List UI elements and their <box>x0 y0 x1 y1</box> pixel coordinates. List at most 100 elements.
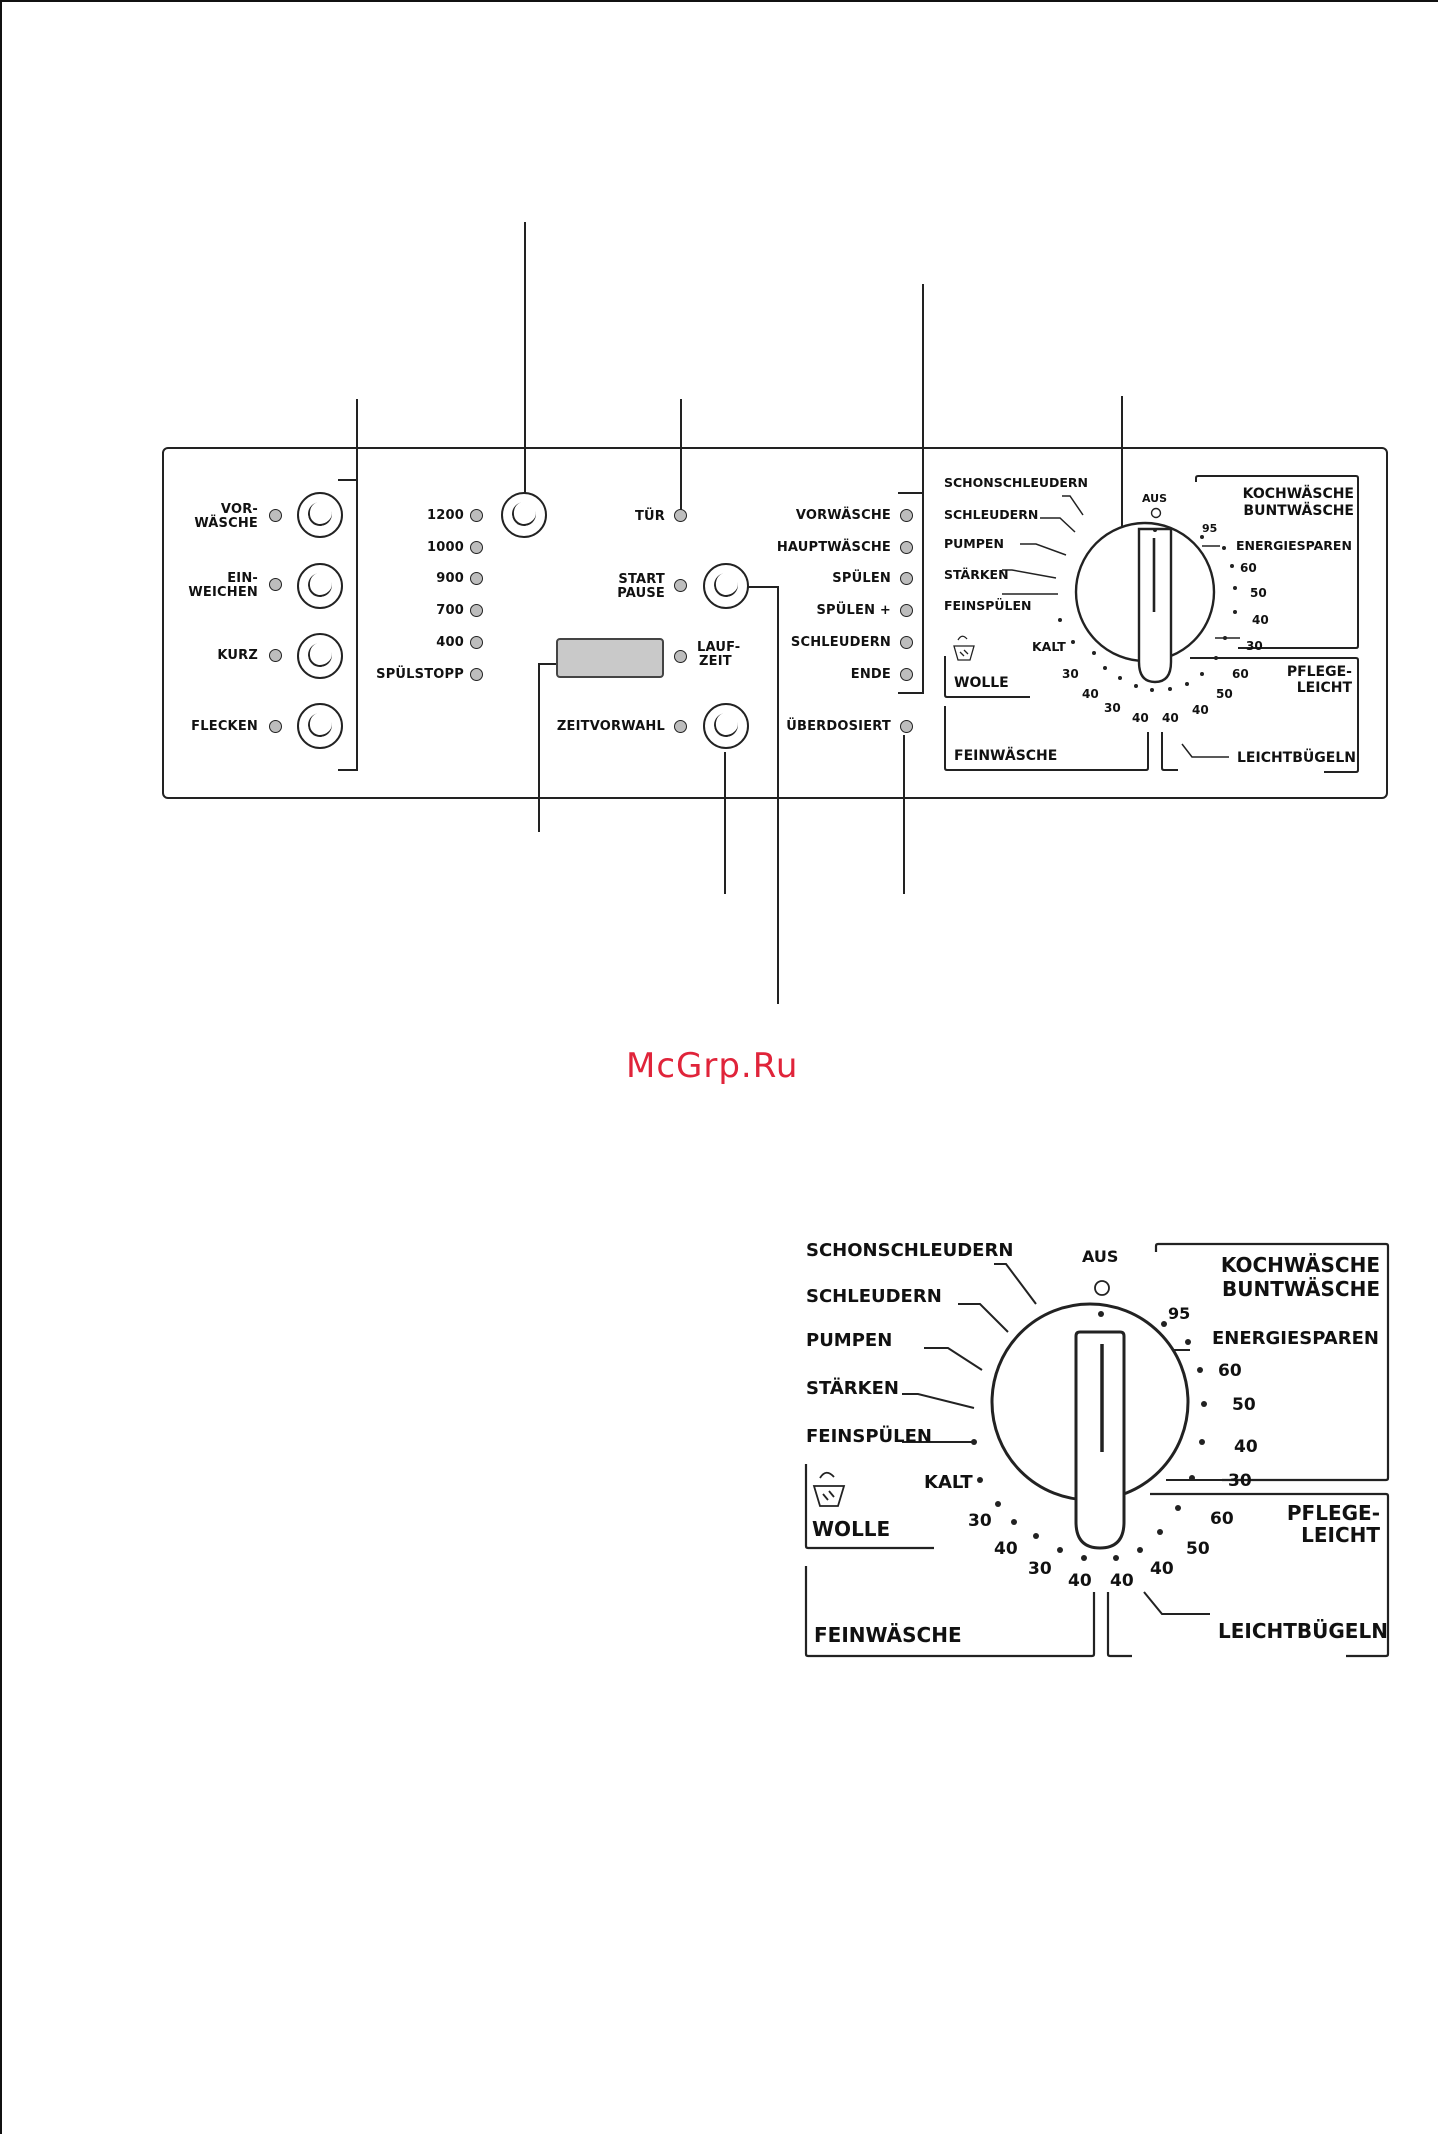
svg-text:LEICHT: LEICHT <box>1301 1523 1380 1547</box>
phase-label-vorwaesche: VORWÄSCHE <box>795 508 891 523</box>
callout-tick-options-bottom <box>338 769 357 771</box>
svg-text:50: 50 <box>1250 586 1267 600</box>
svg-text:95: 95 <box>1168 1304 1190 1323</box>
speed-label-400: 400 <box>436 635 464 650</box>
svg-text:60: 60 <box>1218 1361 1242 1381</box>
watermark-text: McGrp.Ru <box>626 1046 799 1086</box>
callout-line-zeitvorwahl <box>724 752 726 894</box>
svg-text:SCHONSCHLEUDERN: SCHONSCHLEUDERN <box>806 1240 1013 1261</box>
svg-text:BUNTWÄSCHE: BUNTWÄSCHE <box>1222 1277 1380 1301</box>
overdosed-label: ÜBERDOSIERT <box>786 719 891 734</box>
dial-pointer-large <box>1074 1330 1126 1550</box>
callout-line-options <box>356 399 358 771</box>
phase-label-hauptwaesche: HAUPTWÄSCHE <box>776 540 891 555</box>
einweichen-button[interactable] <box>297 563 343 609</box>
svg-text:KOCHWÄSCHE: KOCHWÄSCHE <box>1221 1253 1380 1277</box>
led-phase-ende <box>900 668 913 681</box>
svg-text:SCHLEUDERN: SCHLEUDERN <box>806 1286 942 1307</box>
led-spuelstopp <box>470 668 483 681</box>
callout-line-speed <box>524 222 526 514</box>
svg-text:40: 40 <box>1068 1571 1092 1591</box>
option-label-kurz: KURZ <box>217 648 258 663</box>
callout-line-display-h <box>538 663 558 665</box>
svg-text:PUMPEN: PUMPEN <box>944 536 1004 551</box>
led-phase-vorwaesche <box>900 509 913 522</box>
svg-text:40: 40 <box>1150 1559 1174 1579</box>
svg-text:SCHONSCHLEUDERN: SCHONSCHLEUDERN <box>944 475 1088 490</box>
svg-text:FEINSPÜLEN: FEINSPÜLEN <box>806 1425 932 1447</box>
vorwaesche-button[interactable] <box>297 492 343 538</box>
laufzeit-label: LAUF- ZEIT <box>697 640 741 669</box>
svg-text:PFLEGE-: PFLEGE- <box>1287 664 1352 680</box>
callout-line-overdosed <box>903 735 905 894</box>
svg-text:SCHLEUDERN: SCHLEUDERN <box>944 507 1038 522</box>
kurz-button[interactable] <box>297 633 343 679</box>
svg-text:FEINWÄSCHE: FEINWÄSCHE <box>814 1623 962 1647</box>
speed-label-900: 900 <box>436 571 464 586</box>
svg-text:LEICHTBÜGELN: LEICHTBÜGELN <box>1237 748 1356 766</box>
start-pause-label: START PAUSE <box>617 572 665 601</box>
led-phase-schleudern <box>900 636 913 649</box>
wool-icon-large <box>812 1471 846 1507</box>
svg-text:KALT: KALT <box>1032 639 1066 654</box>
svg-text:40: 40 <box>1132 711 1149 725</box>
pflege-box <box>1190 657 1359 773</box>
callout-tick-options-top <box>338 479 357 481</box>
svg-text:ENERGIESPAREN: ENERGIESPAREN <box>1212 1328 1379 1349</box>
led-phase-spuelen-plus <box>900 604 913 617</box>
svg-text:60: 60 <box>1240 561 1257 575</box>
control-panel <box>162 447 1388 799</box>
led-overdosed <box>900 720 913 733</box>
led-phase-hauptwaesche <box>900 541 913 554</box>
led-vorwaesche <box>269 509 282 522</box>
speed-label-1000: 1000 <box>427 540 464 555</box>
svg-text:40: 40 <box>994 1539 1018 1559</box>
flecken-button[interactable] <box>297 703 343 749</box>
callout-tick-phases-bottom <box>898 692 923 694</box>
led-zeitvorwahl <box>674 720 687 733</box>
led-laufzeit <box>674 650 687 663</box>
led-speed-700 <box>470 604 483 617</box>
svg-text:40: 40 <box>1192 703 1209 717</box>
phase-label-spuelen-plus: SPÜLEN + <box>816 603 891 618</box>
program-dial-large[interactable]: AUS SCHONSCHLEUDERN SCHLEUDERN PUMPEN ST… <box>798 1232 1392 1662</box>
svg-text:KALT: KALT <box>924 1472 973 1493</box>
svg-text:WOLLE: WOLLE <box>954 675 1009 691</box>
phase-label-ende: ENDE <box>850 667 891 682</box>
option-label-vorwaesche: VOR- WÄSCHE <box>194 502 258 531</box>
svg-text:30: 30 <box>1228 1471 1252 1491</box>
svg-text:FEINSPÜLEN: FEINSPÜLEN <box>944 598 1031 613</box>
start-pause-button[interactable] <box>703 563 749 609</box>
svg-text:LEICHTBÜGELN: LEICHTBÜGELN <box>1218 1619 1388 1643</box>
zeitvorwahl-label: ZEITVORWAHL <box>556 719 665 734</box>
time-display <box>556 638 664 678</box>
svg-text:40: 40 <box>1252 613 1269 627</box>
led-speed-400 <box>470 636 483 649</box>
option-label-einweichen: EIN- WEICHEN <box>188 571 258 600</box>
led-start-pause <box>674 579 687 592</box>
svg-text:BUNTWÄSCHE: BUNTWÄSCHE <box>1243 502 1354 519</box>
callout-line-phases <box>922 284 924 694</box>
leicht-box <box>1161 732 1178 771</box>
led-speed-1200 <box>470 509 483 522</box>
speed-label-700: 700 <box>436 603 464 618</box>
wool-icon <box>953 635 975 661</box>
callout-line-display-v <box>538 663 540 832</box>
pflege-box-large <box>1150 1492 1390 1658</box>
svg-text:50: 50 <box>1216 687 1233 701</box>
zeitvorwahl-button[interactable] <box>703 703 749 749</box>
phase-label-schleudern: SCHLEUDERN <box>790 635 891 650</box>
svg-text:PUMPEN: PUMPEN <box>806 1330 892 1351</box>
callout-line-start-h <box>748 586 778 588</box>
spin-speed-button[interactable] <box>501 492 547 538</box>
led-speed-1000 <box>470 541 483 554</box>
dial-large-aus: AUS <box>1082 1247 1118 1266</box>
svg-text:30: 30 <box>1028 1559 1052 1579</box>
door-label: TÜR <box>634 509 665 524</box>
wolle-box-large <box>804 1464 934 1550</box>
callout-line-start-v <box>777 586 779 1004</box>
fein-box-large <box>804 1566 1096 1658</box>
led-speed-900 <box>470 572 483 585</box>
koch-box-large <box>1154 1242 1390 1482</box>
svg-text:60: 60 <box>1210 1509 1234 1529</box>
